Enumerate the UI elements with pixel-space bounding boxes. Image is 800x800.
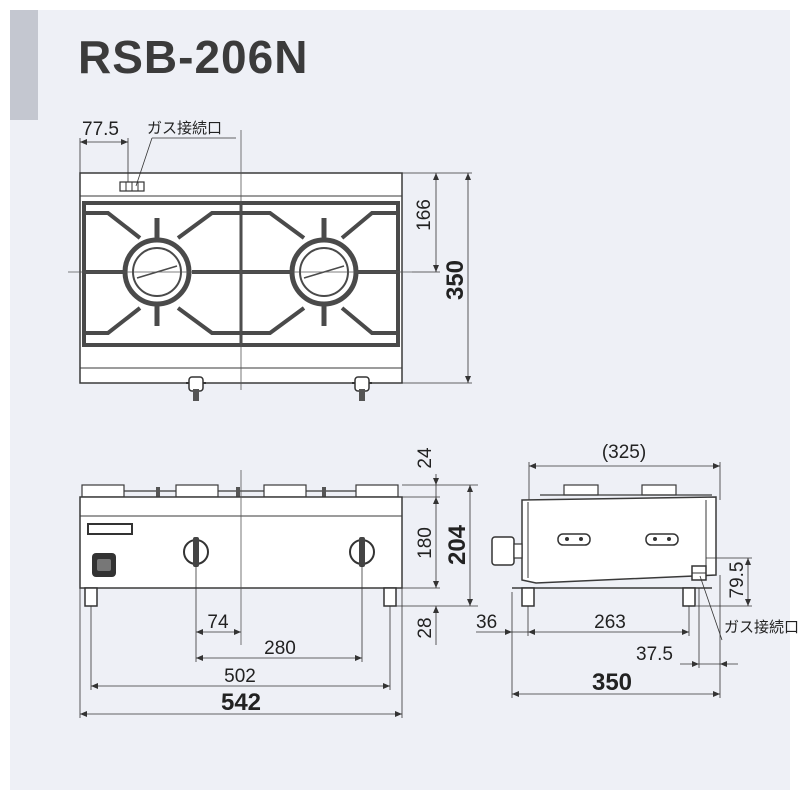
side-leg-rear: [682, 587, 696, 607]
knob-front-left: [183, 537, 209, 567]
dim-side-leg-span: 263: [594, 612, 626, 633]
dim-knob-offset: 74: [207, 612, 229, 633]
side-knob: [491, 536, 515, 566]
model-title: RSB-206N: [78, 31, 309, 83]
dim-gas-rear: 37.5: [636, 644, 673, 665]
side-leg-front: [521, 587, 535, 607]
dim-depth-to-center: 166: [414, 199, 435, 231]
front-view: 24 180 204 28 74 280 502 542: [79, 447, 478, 718]
knob-front-right: [349, 537, 375, 567]
dim-overall-paren: (325): [602, 442, 646, 463]
dim-top: 24: [415, 447, 436, 469]
side-view: (325): [476, 442, 799, 698]
gas-label-top: ガス接続口: [147, 120, 222, 137]
front-leg-right: [383, 587, 397, 607]
front-leg-left: [84, 587, 98, 607]
dim-leg-span: 502: [224, 666, 256, 687]
side-view-body: [521, 496, 717, 584]
side-slot-left: [557, 533, 591, 546]
dim-front-offset: 36: [476, 612, 497, 633]
top-view: 77.5 ガス接続口 166 350: [68, 119, 472, 401]
dim-knob-pitch: 280: [264, 638, 296, 659]
dim-depth: 350: [442, 260, 469, 300]
dim-gas-height: 79.5: [727, 562, 748, 599]
dim-width: 542: [221, 689, 261, 716]
dim-gas-offset: 77.5: [82, 119, 119, 140]
nameplate: [87, 523, 133, 535]
knob-top-right: [352, 376, 372, 401]
dim-body: 180: [415, 527, 436, 559]
dim-total-height: 204: [444, 524, 471, 565]
dim-leg: 28: [415, 617, 436, 638]
side-slot-right: [645, 533, 679, 546]
gas-label-side: ガス接続口: [724, 619, 799, 636]
accent-bar: [10, 10, 38, 120]
background-panel: [10, 10, 790, 790]
dim-side-depth: 350: [592, 669, 632, 696]
knob-top-left: [186, 376, 206, 401]
